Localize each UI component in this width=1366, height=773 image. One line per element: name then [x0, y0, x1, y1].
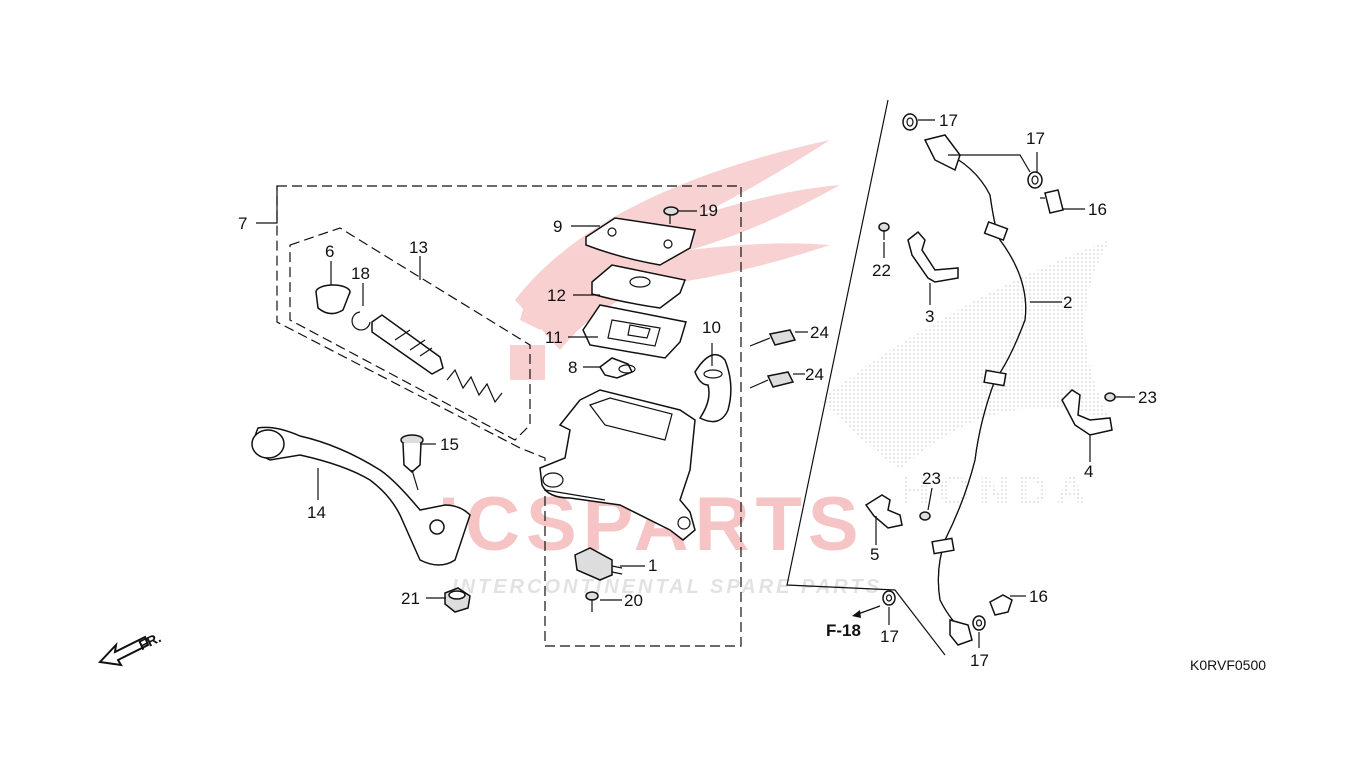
front-arrow-icon — [97, 635, 150, 667]
circlip-part-18 — [351, 311, 371, 331]
callout-6: 6 — [325, 242, 334, 261]
callout-17-c: 17 — [880, 627, 899, 646]
piston-set-13-boundary — [289, 227, 531, 441]
hose-section-boundary — [786, 99, 946, 656]
boot-part-6 — [315, 284, 351, 315]
callout-13: 13 — [409, 238, 428, 257]
page-reference-label: F-18 — [826, 621, 861, 640]
callout-22: 22 — [872, 261, 891, 280]
callout-19: 19 — [699, 201, 718, 220]
reservoir-cap-part-9 — [585, 217, 696, 266]
bolt-part-23-upper — [1104, 392, 1116, 402]
callout-21: 21 — [401, 589, 420, 608]
callout-24-lower: 24 — [805, 365, 824, 384]
holder-part-10 — [694, 353, 732, 423]
callout-5: 5 — [870, 545, 879, 564]
assembly-7-boundary — [276, 185, 742, 647]
brake-lever-part-14 — [251, 426, 471, 566]
callout-17-a: 17 — [939, 111, 958, 130]
callout-7: 7 — [238, 214, 247, 233]
diagram-code: K0RVF0500 — [1190, 657, 1266, 673]
clamp-part-4 — [1061, 389, 1113, 436]
oil-bolt-part-16-lower — [989, 594, 1013, 616]
master-cylinder-body — [539, 389, 696, 541]
callout-2: 2 — [1063, 293, 1072, 312]
callout-23-lower: 23 — [922, 469, 941, 488]
front-direction-indicator: FR. — [97, 629, 163, 667]
callout-11: 11 — [545, 328, 563, 347]
brake-hose-part-2 — [923, 134, 1027, 646]
callout-17-d: 17 — [970, 651, 989, 670]
clamp-part-3 — [907, 230, 959, 283]
clamp-part-5 — [864, 494, 903, 529]
callout-12: 12 — [547, 286, 566, 305]
callout-1: 1 — [648, 556, 657, 575]
pivot-bolt-part-15 — [400, 434, 424, 491]
callout-23-upper: 23 — [1138, 388, 1157, 407]
callout-17-b: 17 — [1026, 129, 1045, 148]
diaphragm-part-11 — [582, 304, 687, 359]
callout-10: 10 — [702, 318, 721, 337]
callout-20: 20 — [624, 591, 643, 610]
callout-14: 14 — [307, 503, 326, 522]
nut-part-21 — [444, 587, 471, 613]
washer-part-17-a — [902, 113, 918, 131]
switch-part-1 — [574, 547, 623, 581]
oil-bolt-part-16-upper — [1040, 189, 1064, 214]
washer-part-17-d — [972, 615, 986, 631]
honda-dot-watermark: HONDA — [820, 240, 1110, 514]
callout-3: 3 — [925, 307, 934, 326]
bolt-part-24-lower — [749, 371, 795, 389]
washer-part-17-c — [882, 590, 896, 606]
callout-4: 4 — [1084, 462, 1093, 481]
clip-part-8 — [598, 357, 636, 379]
bolt-part-22 — [878, 222, 890, 240]
bolt-part-24-upper — [749, 329, 797, 347]
front-direction-label: FR. — [136, 629, 163, 653]
screw-part-20 — [585, 591, 599, 612]
spring-part — [446, 368, 503, 404]
callout-8: 8 — [568, 358, 577, 377]
piston-part — [371, 314, 444, 375]
tagline-watermark-text: INTERCONTINENTAL SPARE PARTS — [452, 576, 882, 598]
callout-15: 15 — [440, 435, 459, 454]
bolt-part-23-lower — [919, 511, 931, 521]
callout-16-upper: 16 — [1088, 200, 1107, 219]
callout-9: 9 — [553, 217, 562, 236]
callout-24-upper: 24 — [810, 323, 829, 342]
page-reference: F-18 — [826, 605, 881, 640]
callout-16-lower: 16 — [1029, 587, 1048, 606]
washer-part-17-b — [1027, 171, 1043, 189]
callout-18: 18 — [351, 264, 370, 283]
leader-lines — [256, 119, 1135, 648]
